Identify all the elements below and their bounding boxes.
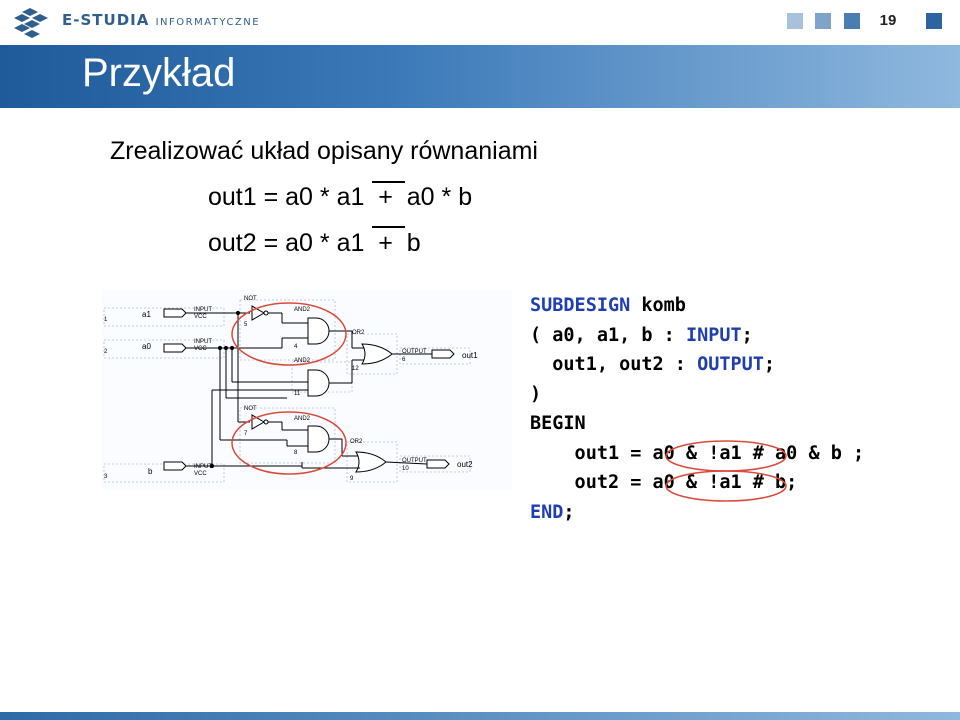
- not1-label: NOT: [244, 296, 257, 302]
- footer-bar: [0, 712, 960, 720]
- code-line-1: SUBDESIGN komb: [530, 295, 686, 316]
- title-bar: [0, 45, 960, 108]
- code-line-3-end: ;: [763, 354, 776, 375]
- e-studia-logo-icon: [14, 8, 48, 38]
- page-number: 19: [879, 12, 897, 29]
- code-line-3-rest: out1, out2 :: [530, 354, 698, 375]
- eq1-overbar: [372, 181, 405, 183]
- eq2-overbar: [372, 226, 405, 228]
- output2-type: OUTPUT: [402, 458, 427, 464]
- code-line-4: ): [530, 384, 542, 405]
- and2-label: AND2: [294, 358, 311, 364]
- code-line-2-end: ;: [741, 325, 753, 346]
- eq2-negated: a1: [336, 229, 365, 257]
- and3-num: 8: [294, 450, 298, 456]
- code-highlight-ellipse-2: [665, 470, 787, 502]
- and2-num: 11: [294, 391, 301, 397]
- nav-square-3[interactable]: [844, 13, 860, 29]
- output-out1-label: out1: [462, 351, 478, 360]
- or1-num: 12: [352, 366, 359, 372]
- and1-num: 4: [294, 344, 298, 350]
- highlight-ellipse-2: [231, 411, 347, 475]
- input-vcc-1: VCC: [194, 314, 207, 320]
- nav-square-2[interactable]: [815, 13, 831, 29]
- code-line-2: ( a0, a1, b : INPUT;: [530, 325, 753, 346]
- brand-name: E-STUDIA INFORMATYCZNE: [62, 11, 260, 29]
- input-b-label: b: [148, 467, 153, 476]
- not1-num: 5: [244, 322, 248, 328]
- nav-square-1[interactable]: [787, 13, 803, 29]
- eq2-lhs: out2 = a0 *: [208, 229, 337, 257]
- eq1-lhs: out1 = a0 *: [208, 183, 337, 211]
- brand-main: E-STUDIA: [62, 11, 150, 29]
- code-keyword-output: OUTPUT: [697, 354, 764, 375]
- input-a0-label: a0: [142, 342, 151, 351]
- input-vcc-3: VCC: [194, 471, 207, 477]
- and3-label: AND2: [294, 416, 311, 422]
- highlight-ellipse-1: [231, 302, 347, 366]
- row-num-1: 1: [104, 317, 108, 323]
- row-num-3: 3: [104, 474, 108, 480]
- input-type-2: INPUT: [194, 339, 212, 345]
- brand-sub: INFORMATYCZNE: [155, 17, 261, 28]
- eq2-rhs: + b: [364, 229, 421, 257]
- code-line-8: END;: [530, 502, 575, 523]
- code-keyword-end: END: [530, 502, 564, 523]
- or2-num: 9: [350, 476, 354, 482]
- code-line-1-rest: komb: [630, 295, 686, 316]
- output-out2-label: out2: [457, 460, 473, 469]
- or1-label: OR2: [352, 330, 365, 336]
- ahdl-code-block: SUBDESIGN komb ( a0, a1, b : INPUT; out1…: [520, 290, 940, 535]
- code-highlight-ellipse-1: [665, 440, 787, 472]
- slide-title: Przykład: [82, 51, 236, 95]
- output2-row: 10: [402, 466, 409, 472]
- code-line-6: out1 = a0 & !a1 # a0 & b ;: [530, 443, 865, 464]
- code-keyword-subdesign: SUBDESIGN: [530, 295, 631, 316]
- output1-row: 6: [402, 357, 406, 363]
- input-vcc-2: VCC: [194, 346, 207, 352]
- not2-num: 7: [244, 431, 248, 437]
- input-type-1: INPUT: [194, 307, 212, 313]
- code-keyword-begin: BEGIN: [530, 413, 586, 434]
- input-a1-label: a1: [142, 310, 151, 319]
- and1-label: AND2: [294, 307, 311, 313]
- output1-type: OUTPUT: [402, 349, 427, 355]
- intro-text: Zrealizować układ opisany równaniami: [110, 137, 538, 165]
- circuit-schematic: 1 2 3 a1 a0 b INPUT VCC INPUT VCC INPUT …: [102, 290, 512, 490]
- nav-square-4[interactable]: [926, 13, 942, 29]
- code-line-7: out2 = a0 & !a1 # b;: [530, 472, 798, 493]
- equation-2: out2 = a0 * a1 + b: [208, 229, 421, 258]
- equation-1: out1 = a0 * a1 + a0 * b: [208, 183, 472, 212]
- eq1-rhs: + a0 * b: [364, 183, 473, 211]
- code-highlight-overlay: [665, 440, 787, 502]
- not2-label: NOT: [244, 406, 257, 412]
- input-type-3: INPUT: [194, 464, 212, 470]
- row-num-2: 2: [104, 349, 108, 355]
- code-line-8-end: ;: [563, 502, 575, 523]
- or2-label: OR2: [350, 439, 363, 445]
- code-keyword-input: INPUT: [685, 325, 742, 346]
- eq1-negated: a1: [336, 183, 365, 211]
- code-line-2-rest: ( a0, a1, b :: [530, 325, 686, 346]
- code-line-3: out1, out2 : OUTPUT;: [530, 354, 775, 375]
